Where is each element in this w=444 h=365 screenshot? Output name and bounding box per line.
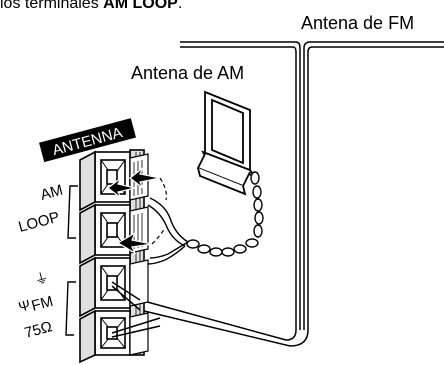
am-lead-wires	[147, 197, 189, 265]
am-loop-antenna	[196, 90, 257, 196]
am-label: AM	[39, 182, 65, 204]
ground-symbol-icon: ⏚	[33, 269, 51, 288]
terminal-fm-75[interactable]	[79, 309, 131, 364]
fm-bracket	[65, 281, 76, 336]
insert-arrows	[107, 167, 161, 255]
terminal-fm-ground[interactable]	[79, 256, 131, 318]
instruction-bold: AM LOOP	[103, 0, 178, 12]
instruction-prefix: los terminales	[0, 0, 104, 12]
instruction-suffix: .	[177, 0, 183, 12]
arrow-upper-left-icon	[107, 177, 136, 199]
fm-label: FM	[30, 293, 55, 315]
arrow-lower-icon	[116, 231, 153, 255]
fm-antenna-wire	[139, 41, 444, 347]
am-bracket	[67, 185, 78, 239]
fm-antenna-label: Antena de FM	[301, 13, 414, 33]
am-antenna-label: Antena de AM	[131, 63, 244, 83]
am-loop-label-group: AM LOOP	[17, 182, 78, 239]
antenna-symbol-icon: Ψ	[17, 296, 32, 314]
arrow-upper-right-icon	[129, 167, 161, 189]
terminal-am-1[interactable]	[79, 150, 131, 212]
am-antenna-wire	[186, 171, 264, 257]
ohms-label: 75Ω	[23, 318, 54, 342]
instruction-text: los terminales AM LOOP.	[0, 0, 182, 12]
terminal-am-2[interactable]	[79, 203, 131, 265]
fm-terminal-wires	[111, 281, 161, 338]
arrow-tails	[151, 177, 167, 245]
loop-label: LOOP	[17, 209, 62, 236]
fm-label-group: ⏚ Ψ FM 75Ω	[17, 269, 76, 342]
